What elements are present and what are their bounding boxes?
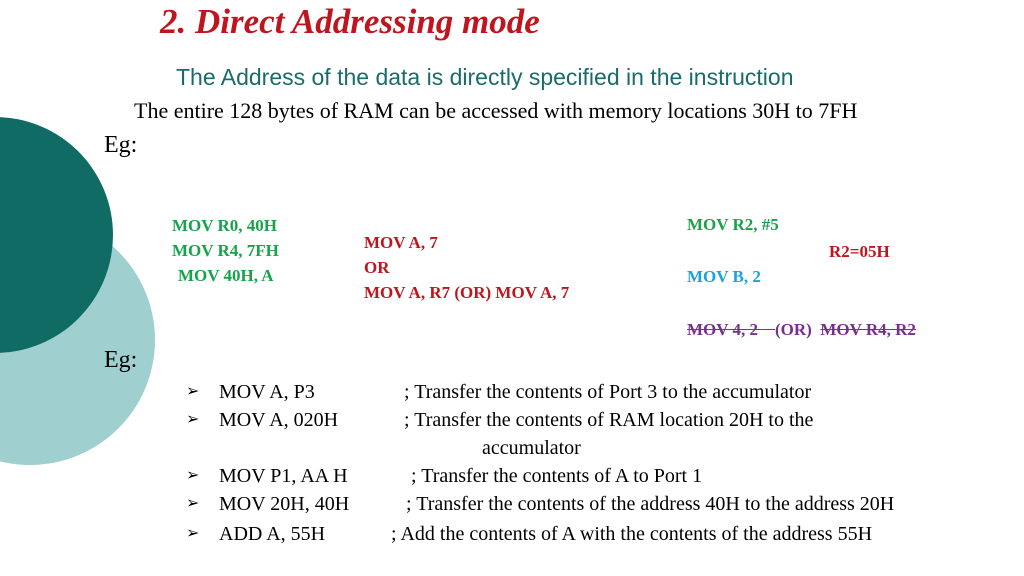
code-block-green: MOV R0, 40H MOV R4, 7FH MOV 40H, A — [172, 213, 279, 288]
code-block-red: MOV A, 7 OR MOV A, R7 (OR) MOV A, 7 — [364, 230, 569, 305]
eg-label-1: Eg: — [104, 132, 138, 158]
instruction: MOV 20H, 40H — [219, 493, 350, 515]
instruction: ADD A, 55H — [219, 523, 326, 545]
code-line-mov-r2: MOV R2, #5 — [687, 215, 779, 234]
arrow-bullet-icon: ➢ — [186, 411, 200, 428]
instruction: MOV P1, AA H — [219, 465, 348, 487]
code-line: MOV 40H, A — [178, 266, 274, 285]
comment: ; Transfer the contents of RAM location … — [404, 409, 814, 431]
or-label: (OR) — [775, 320, 812, 339]
arrow-bullet-icon: ➢ — [186, 525, 200, 542]
arrow-bullet-icon: ➢ — [186, 495, 200, 512]
eg-label-2: Eg: — [104, 347, 138, 373]
comment: ; Add the contents of A with the content… — [391, 523, 873, 545]
slide-title: 2. Direct Addressing mode — [160, 2, 540, 41]
code-line-mov-b: MOV B, 2 — [687, 267, 761, 286]
slide-subtitle: The Address of the data is directly spec… — [176, 64, 794, 90]
decorative-circles — [0, 0, 200, 576]
struck-instruction-2: MOV R4, R2 — [820, 320, 916, 339]
comment: ; Transfer the contents of the address 4… — [406, 493, 895, 515]
code-line: MOV A, R7 (OR) MOV A, 7 — [364, 283, 570, 302]
struck-instruction-1: MOV 4, 2 — [687, 320, 758, 339]
code-line-invalid: MOV 4, 2 (OR) MOV R4, R2 — [687, 317, 916, 342]
comment-continuation: accumulator — [482, 437, 581, 459]
arrow-bullet-icon: ➢ — [186, 467, 200, 484]
comment: ; Transfer the contents of Port 3 to the… — [404, 381, 812, 403]
code-result-r2: R2=05H — [829, 242, 890, 261]
instruction: MOV A, 020H — [219, 409, 339, 431]
dark-circle — [0, 117, 113, 353]
slide-description: The entire 128 bytes of RAM can be acces… — [134, 98, 858, 123]
code-line: OR — [364, 258, 390, 277]
code-line: MOV R4, 7FH — [172, 241, 279, 260]
code-line: MOV A, 7 — [364, 233, 438, 252]
instruction: MOV A, P3 — [219, 381, 315, 403]
code-line: MOV R0, 40H — [172, 216, 277, 235]
comment: ; Transfer the contents of A to Port 1 — [411, 465, 703, 487]
arrow-bullet-icon: ➢ — [186, 383, 200, 400]
